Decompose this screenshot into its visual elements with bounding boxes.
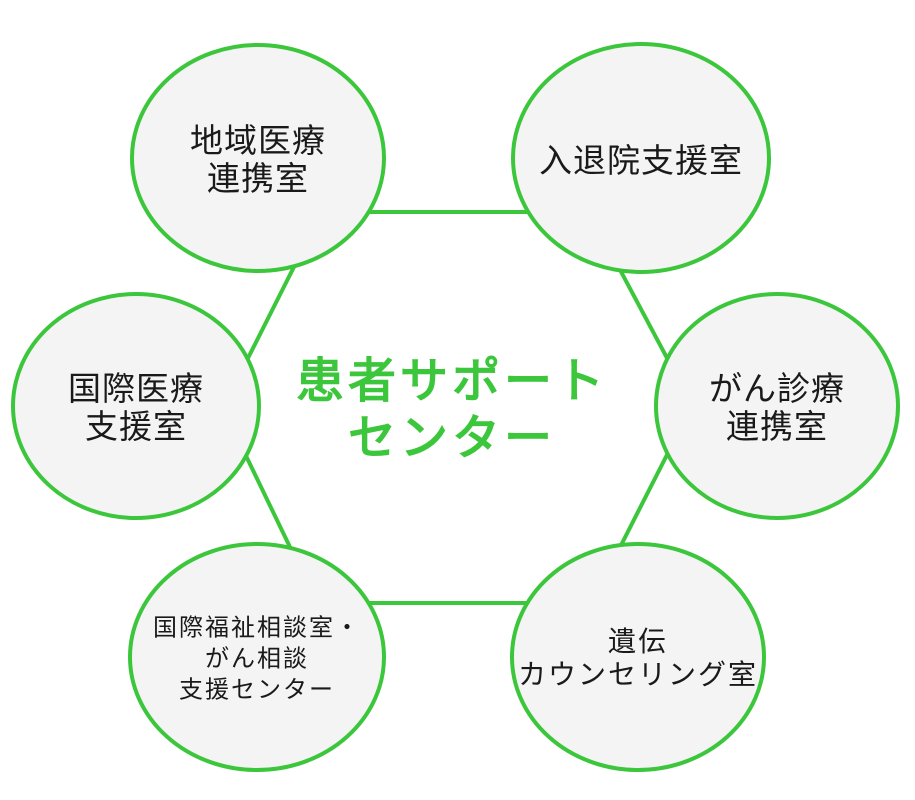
label-regional-medical-cooperation: 地域医療 連携室 bbox=[190, 122, 326, 198]
diagram-title: 患者サポート センター bbox=[296, 353, 608, 467]
label-line: 入退院支援室 bbox=[539, 142, 743, 179]
label-line: 遺伝 bbox=[607, 626, 669, 657]
label-line: カウンセリング室 bbox=[517, 659, 759, 690]
label-line: 連携室 bbox=[726, 408, 828, 445]
label-welfare-consultation-cancer-support: 国際福祉相談室・ がん相談 支援センター bbox=[153, 613, 361, 706]
label-line: がん診療 bbox=[709, 370, 845, 407]
label-cancer-treatment-cooperation: がん診療 連携室 bbox=[709, 370, 845, 446]
circle-genetic-counseling bbox=[510, 542, 766, 772]
label-genetic-counseling: 遺伝 カウンセリング室 bbox=[518, 625, 758, 691]
label-line: 支援室 bbox=[85, 408, 187, 445]
circle-admission-discharge-support bbox=[511, 42, 771, 274]
circle-international-medical-support bbox=[11, 292, 261, 520]
label-admission-discharge-support: 入退院支援室 bbox=[539, 142, 743, 180]
circle-welfare-consultation-cancer-support bbox=[128, 542, 386, 772]
label-line: 国際医療 bbox=[68, 370, 204, 407]
label-line: がん相談 bbox=[205, 645, 309, 673]
title-line: センター bbox=[347, 412, 557, 465]
circle-cancer-treatment-cooperation bbox=[654, 292, 900, 520]
label-line: 連携室 bbox=[207, 160, 309, 197]
label-line: 支援センター bbox=[179, 676, 335, 704]
label-international-medical-support: 国際医療 支援室 bbox=[68, 370, 204, 446]
label-line: 国際福祉相談室・ bbox=[153, 614, 361, 642]
title-line: 患者サポート bbox=[295, 355, 609, 408]
label-line: 地域医療 bbox=[190, 122, 326, 159]
circle-regional-medical-cooperation bbox=[130, 43, 386, 273]
